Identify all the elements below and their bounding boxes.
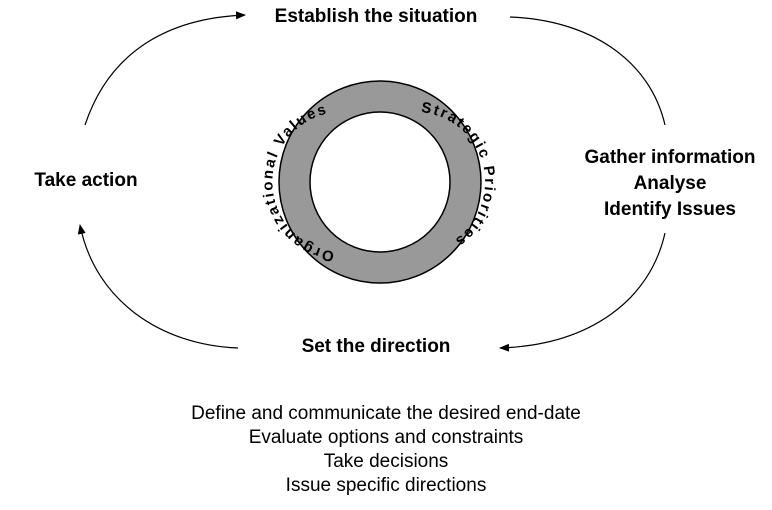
node-gather-analyse-identify: Gather information Analyse Identify Issu… [572,145,768,223]
arrow-take-action-to-establish [84,11,246,126]
arrow-analyse-to-set-direction [499,232,666,352]
node-analyse: Analyse [633,173,707,194]
node-take-action: Take action [34,170,138,191]
node-gather-information: Gather information [584,147,756,168]
detail-item: Issue specific directions [285,475,487,496]
detail-item: Evaluate options and constraints [248,427,524,448]
values-priorities-ring: Organizational Values Strategic Prioriti… [259,80,496,284]
node-identify-issues: Identify Issues [604,199,736,220]
node-set-direction: Set the direction [301,336,451,357]
detail-item: Define and communicate the desired end-d… [191,403,581,424]
detail-item: Take decisions [323,451,449,472]
arrow-set-direction-to-take-action [77,224,239,349]
arrow-establish-to-gather [509,16,666,126]
direction-details-list: Define and communicate the desired end-d… [96,402,676,498]
ring-hole [309,111,451,253]
node-establish-situation: Establish the situation [274,6,478,27]
